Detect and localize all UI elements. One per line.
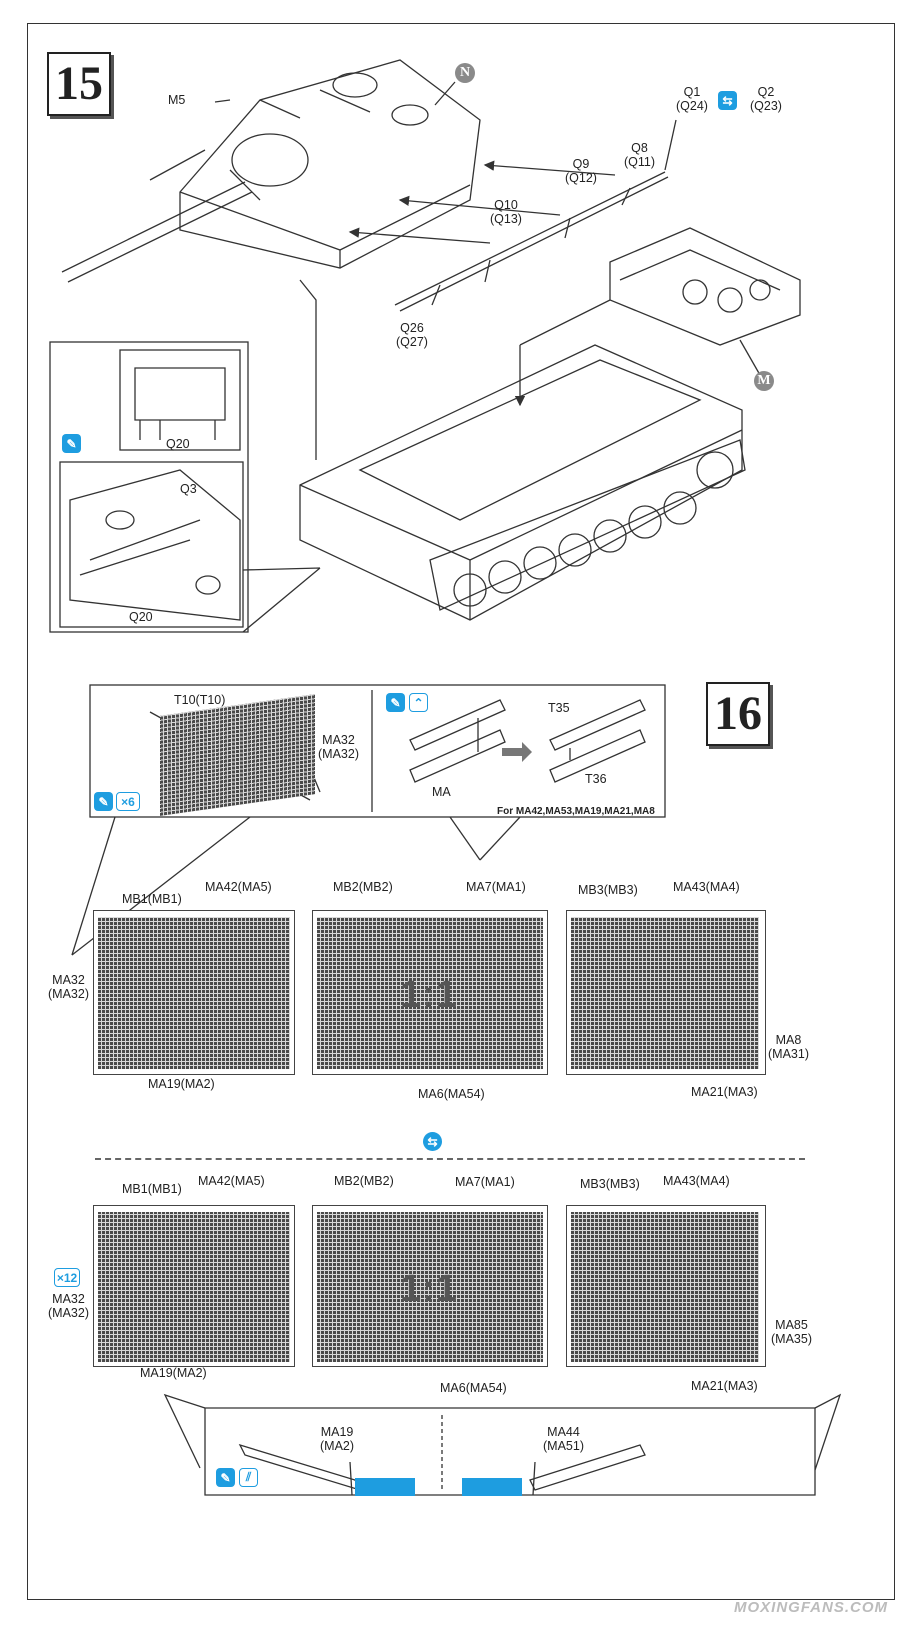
label-b-ma6: MA6(MA54) [440, 1381, 507, 1395]
road-wheels [453, 451, 734, 607]
mesh-panel-a-mid [317, 917, 543, 1069]
label-a-ma7: MA7(MA1) [466, 880, 526, 894]
step-16-number: 16 [706, 682, 770, 746]
label-q26: Q26 (Q27) [396, 321, 428, 349]
part-n-badge: N [455, 63, 475, 83]
label-inset-ma19: MA19 (MA2) [320, 1425, 355, 1453]
count-12-icon: ×12 [54, 1268, 80, 1287]
label-t35: T35 [548, 701, 570, 715]
page-frame [27, 23, 895, 1600]
paint-icon-inset: ✎ [94, 792, 113, 811]
label-a-mb3: MB3(MB3) [578, 883, 638, 897]
label-b-mb2: MB2(MB2) [334, 1174, 394, 1188]
bend-icon: ⌃ [409, 693, 428, 712]
label-b-mb3: MB3(MB3) [580, 1177, 640, 1191]
mesh-panel-a-left [98, 917, 290, 1069]
label-b-ma7: MA7(MA1) [455, 1175, 515, 1189]
separator-dashed [95, 1158, 805, 1160]
label-a-ma21: MA21(MA3) [691, 1085, 758, 1099]
label-b-ma21: MA21(MA3) [691, 1379, 758, 1393]
label-b-ma85: MA85 (MA35) [771, 1318, 812, 1346]
superstructure-outline [179, 59, 481, 269]
label-q3: Q3 [180, 482, 197, 496]
label-inset-ma44: MA44 (MA51) [543, 1425, 584, 1453]
label-a-mb1: MB1(MB1) [122, 892, 182, 906]
label-b-ma32: MA32 (MA32) [48, 1292, 89, 1320]
label-q8: Q8 (Q11) [624, 141, 656, 169]
label-a-ma8: MA8 (MA31) [768, 1033, 809, 1061]
paint-icon-rail: ✎ [386, 693, 405, 712]
label-a-ma43: MA43(MA4) [673, 880, 740, 894]
label-q2: Q2 (Q23) [750, 85, 782, 113]
mirror-part-icon: ⇆ [718, 91, 737, 110]
label-t36: T36 [585, 772, 607, 786]
paint-icon-bottom: ✎ [216, 1468, 235, 1487]
label-a-ma32: MA32 (MA32) [48, 973, 89, 1001]
rail-note: For MA42,MA53,MA19,MA21,MA8 [497, 806, 655, 817]
mesh-panel-a-right [571, 917, 759, 1069]
label-t10: T10(T10) [174, 693, 226, 707]
step-15-number: 15 [47, 52, 111, 116]
scale-a: 1:1 [400, 974, 458, 1016]
part-m-badge: M [754, 371, 774, 391]
label-b-ma19: MA19(MA2) [140, 1366, 207, 1380]
label-b-ma42: MA42(MA5) [198, 1174, 265, 1188]
paint-icon: ✎ [62, 434, 81, 453]
gun-barrel [61, 181, 253, 283]
rail-icon: ⫽ [239, 1468, 258, 1487]
hull-outline [299, 344, 743, 621]
watermark-text: MOXINGFANS.COM [733, 1599, 888, 1616]
mesh-panel-b-right [571, 1212, 759, 1362]
count-6-icon: ×6 [116, 792, 140, 811]
label-a-ma19: MA19(MA2) [148, 1077, 215, 1091]
label-a-ma42: MA42(MA5) [205, 880, 272, 894]
label-q9: Q9 (Q12) [565, 157, 597, 185]
label-q20-top: Q20 [166, 437, 190, 451]
label-q10: Q10 (Q13) [490, 198, 522, 226]
mesh-panel-b-mid [317, 1212, 543, 1362]
label-b-mb1: MB1(MB1) [122, 1182, 182, 1196]
label-q1: Q1 (Q24) [676, 85, 708, 113]
label-b-ma43: MA43(MA4) [663, 1174, 730, 1188]
label-ma: MA [432, 785, 451, 799]
scale-b: 1:1 [400, 1268, 458, 1310]
mesh-panel-b-left [98, 1212, 290, 1362]
mirror-alt-icon: ⇆ [423, 1132, 442, 1151]
label-a-ma6: MA6(MA54) [418, 1087, 485, 1101]
label-m5: M5 [168, 93, 186, 107]
label-a-mb2: MB2(MB2) [333, 880, 393, 894]
label-q20-bottom: Q20 [129, 610, 153, 624]
label-ma32-inset: MA32 (MA32) [318, 733, 359, 761]
